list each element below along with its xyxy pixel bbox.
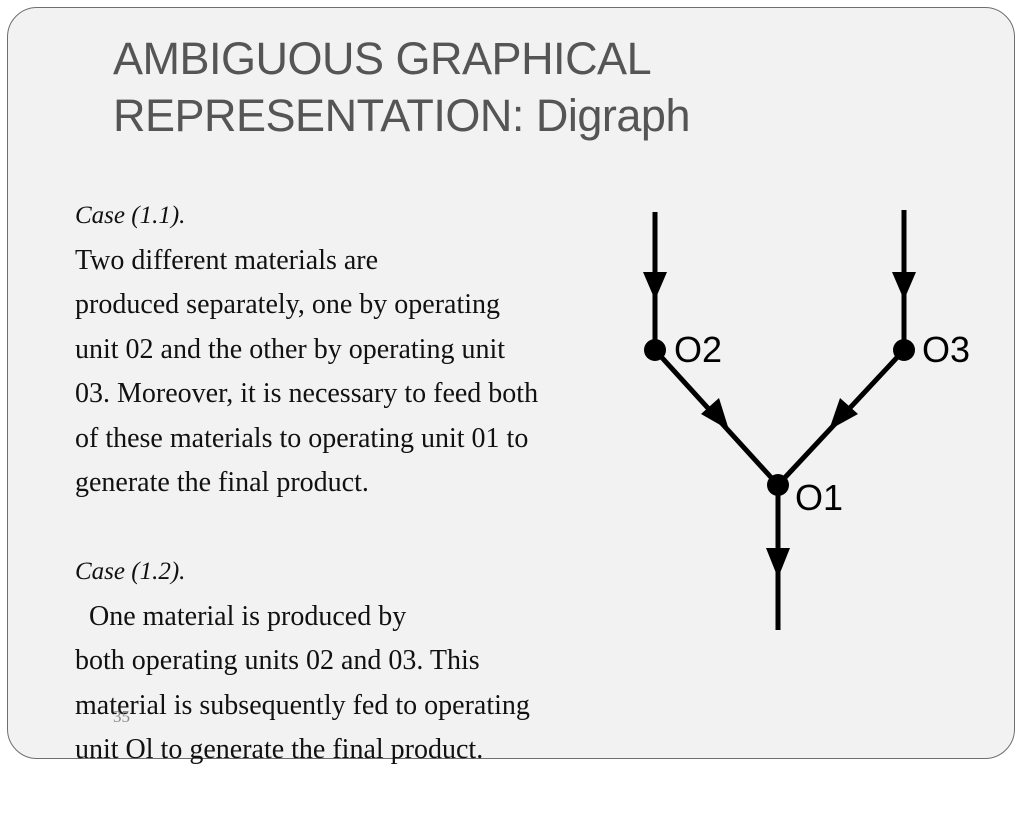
node-o3: [893, 339, 915, 361]
slide-body: Case (1.1). Two different materials are …: [75, 194, 635, 817]
case-2-line-1: Case (1.2). One material is produced by: [75, 550, 635, 639]
node-o2: [644, 339, 666, 361]
case-1-line-5: of these materials to operating unit 01 …: [75, 422, 529, 454]
case-1-line-6: generate the final product.: [75, 467, 369, 498]
case-1-line-3: unit 02 and the other by operating unit: [75, 333, 506, 365]
page-number: 35: [113, 707, 130, 726]
title-line-1: AMBIGUOUS GRAPHICAL: [113, 33, 652, 84]
slide-title: AMBIGUOUS GRAPHICAL REPRESENTATION: Digr…: [113, 30, 873, 144]
case-1-paragraph: Case (1.1). Two different materials are …: [75, 194, 635, 506]
arrow-input-o3: [892, 272, 916, 300]
node-o3-label: O3: [922, 329, 970, 370]
case-2-line-3: material is subsequently fed to operatin…: [75, 689, 530, 721]
case-2-paragraph: Case (1.2). One material is produced by …: [75, 550, 635, 773]
node-o1: [767, 474, 789, 496]
case-2-line-4: unit Ol to generate the final product.: [75, 734, 484, 765]
case-2-label: Case (1.2).: [75, 558, 186, 585]
case-1-text-1: Two different materials are: [75, 244, 379, 276]
case-1-line-1: Case (1.1). Two different materials are: [75, 194, 635, 283]
arrow-input-o2: [643, 272, 667, 300]
arrow-o2-o1: [701, 398, 729, 430]
case-2-line-2: both operating units 02 and 03. This: [75, 645, 480, 676]
case-1-label: Case (1.1).: [75, 202, 186, 229]
arrow-o1-output: [766, 548, 790, 578]
digraph: O2 O3 O1: [643, 210, 970, 630]
case-1-line-2: produced separately, one by operating: [75, 289, 501, 320]
case-1-line-4: 03. Moreover, it is necessary to feed bo…: [75, 378, 539, 409]
node-o2-label: O2: [674, 329, 722, 370]
title-line-2: REPRESENTATION: Digraph: [113, 90, 690, 141]
node-o1-label: O1: [795, 477, 843, 518]
slide-frame: [7, 7, 1015, 759]
case-2-text-1: One material is produced by: [75, 600, 407, 632]
arrow-o3-o1: [829, 398, 858, 430]
